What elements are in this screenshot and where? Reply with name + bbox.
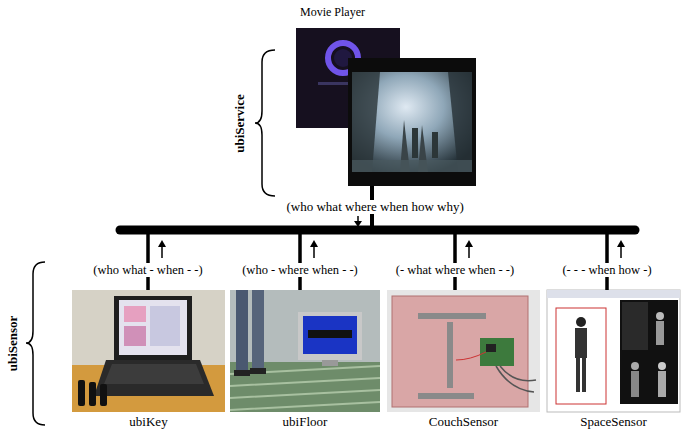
ubifloor-photo (298, 312, 362, 360)
space-sensor-photo (547, 290, 680, 412)
sensor-name: ubiFloor (283, 415, 328, 430)
service-heading: Movie Player (300, 6, 365, 20)
space-sensor-photo (658, 371, 666, 397)
sensor-name: CouchSensor (429, 415, 498, 430)
sensor-node: CouchSensor (387, 290, 540, 432)
space-sensor-photo (622, 302, 648, 350)
space-sensor-photo (547, 290, 680, 412)
up-arrow (310, 240, 318, 247)
ubifloor-photo (236, 290, 248, 372)
edge-label: (- - - when how -) (560, 263, 653, 277)
couch-sensor-photo (456, 352, 486, 360)
space-sensor-photo (620, 300, 678, 404)
space-sensor-photo (656, 312, 664, 320)
space-sensor-photo (576, 317, 586, 327)
movie-screenshot-front (348, 58, 476, 186)
sensor-node: ubiKey (72, 290, 225, 432)
group-label: ubiSensor (6, 315, 21, 371)
space-sensor-photo (631, 362, 639, 370)
ubikey-photo (119, 300, 187, 355)
sensor-node: SpaceSensor (547, 290, 680, 432)
movie-screenshot-front (412, 128, 418, 158)
ubikey-photo (124, 326, 146, 346)
ubifloor-photo (252, 290, 264, 370)
couch-sensor-photo (418, 313, 486, 319)
space-sensor-photo (631, 371, 639, 397)
down-arrow (354, 221, 362, 227)
couch-sensor-photo (486, 344, 496, 352)
up-arrow (620, 246, 622, 258)
down-arrow (354, 216, 362, 227)
edge-label: (who - where when - -) (240, 263, 360, 277)
ubikey-photo (72, 290, 225, 412)
ubifloor-photo (230, 366, 380, 410)
ubifloor-photo (234, 370, 250, 376)
space-sensor-photo (576, 358, 580, 392)
ubikey-photo (150, 306, 180, 346)
ubifloor-photo (230, 362, 380, 412)
ubikey-photo (100, 384, 107, 406)
up-arrow (468, 246, 470, 258)
space-sensor-photo (547, 290, 680, 298)
movie-screenshot-front (352, 72, 472, 172)
couch-sensor-photo (387, 290, 540, 412)
sensor-brace (26, 262, 45, 425)
ubifloor-photo (303, 316, 357, 354)
couch-sensor-photo (418, 393, 474, 399)
ubikey-photo (89, 382, 96, 406)
space-sensor-photo (575, 328, 587, 358)
ubifloor-photo (250, 368, 266, 374)
up-arrow (158, 240, 166, 247)
movie-screenshot-front (352, 72, 380, 172)
ubifloor-photo (230, 290, 380, 412)
ubikey-photo (124, 306, 146, 322)
up-arrow (158, 240, 625, 258)
sensor-name: SpaceSensor (580, 415, 646, 430)
couch-sensor-photo (392, 296, 528, 407)
ubikey-photo (94, 360, 214, 396)
bus-label: (who what where when how why) (285, 200, 466, 215)
sensor-name: ubiKey (129, 415, 167, 430)
ubifloor-photo (230, 290, 380, 412)
sensor-node: ubiFloor (230, 290, 380, 432)
movie-screenshot-front (432, 132, 438, 158)
movie-screenshot-front (448, 72, 472, 172)
space-sensor-photo (556, 308, 606, 404)
ubifloor-photo (308, 330, 352, 338)
up-arrow (313, 246, 315, 258)
space-sensor-photo (656, 321, 664, 345)
service-brace (255, 50, 275, 196)
up-arrow (465, 240, 473, 247)
edge-label: (- what where when - -) (394, 263, 516, 277)
edge-label: (who what - when - -) (91, 263, 204, 277)
space-sensor-photo (582, 358, 586, 392)
couch-sensor-photo (447, 322, 453, 388)
up-arrow (161, 246, 163, 258)
movie-screenshot-front (348, 58, 476, 186)
ubikey-photo (72, 290, 225, 412)
ubikey-photo (114, 296, 192, 360)
couch-sensor-photo (387, 290, 540, 412)
movie-screenshot-front (352, 160, 472, 172)
ubifloor-photo (322, 360, 338, 366)
group-label: ubiService (232, 94, 247, 153)
up-arrow (617, 240, 625, 247)
ubikey-photo (78, 380, 85, 406)
couch-sensor-photo (496, 366, 536, 392)
service-node: Movie Player (290, 4, 480, 186)
space-sensor-photo (658, 362, 666, 370)
ubikey-photo (104, 364, 204, 384)
